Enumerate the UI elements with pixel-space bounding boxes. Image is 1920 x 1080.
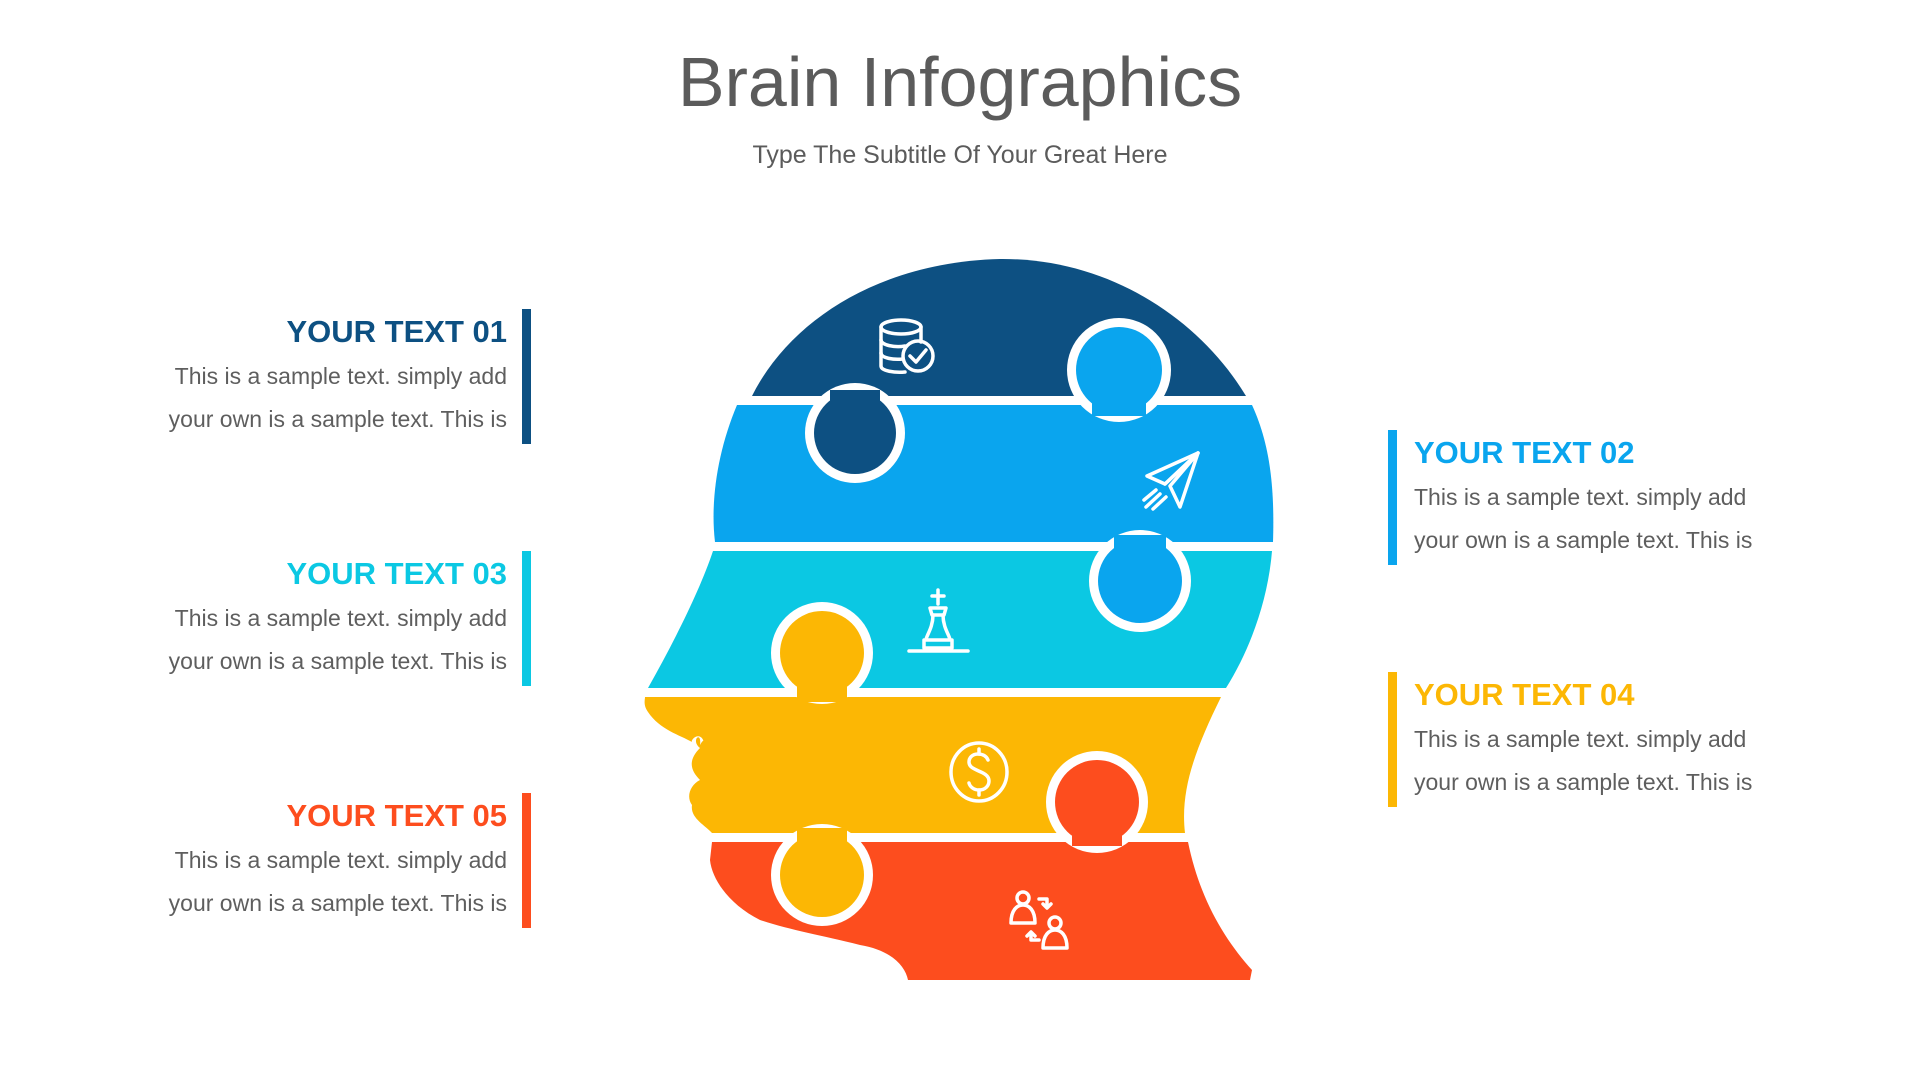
block-heading-03: YOUR TEXT 03 <box>286 556 508 591</box>
text-block-03: YOUR TEXT 03 This is a sample text. simp… <box>127 551 531 686</box>
block-text-01: This is a sample text. simply add your ow… <box>127 355 507 441</box>
block-line2-01: your own is a sample text. This is <box>168 406 507 432</box>
block-line2-02: your own is a sample text. This is <box>1414 527 1753 553</box>
block-line1-02: This is a sample text. simply add <box>1414 484 1747 510</box>
block-line2-03: your own is a sample text. This is <box>168 648 507 674</box>
block-heading-01: YOUR TEXT 01 <box>286 314 508 349</box>
block-line2-04: your own is a sample text. This is <box>1414 769 1753 795</box>
accent-bar-05 <box>522 793 531 928</box>
paper-plane-icon <box>1142 451 1200 511</box>
chess-king-icon <box>907 588 970 653</box>
block-line1-04: This is a sample text. simply add <box>1414 726 1747 752</box>
page-title: Brain Infographics <box>677 43 1243 121</box>
accent-bar-03 <box>522 551 531 686</box>
dollar-coin-icon <box>949 741 1009 803</box>
text-block-01: YOUR TEXT 01 This is a sample text. simp… <box>127 309 531 444</box>
accent-bar-02 <box>1388 430 1397 565</box>
page-subtitle: Type The Subtitle Of Your Great Here <box>752 141 1168 169</box>
user-exchange-icon <box>1009 890 1069 950</box>
block-heading-04: YOUR TEXT 04 <box>1414 677 1635 712</box>
block-text-05: This is a sample text. simply add your ow… <box>127 839 507 925</box>
accent-bar-01 <box>522 309 531 444</box>
block-line1-01: This is a sample text. simply add <box>174 363 507 389</box>
block-text-03: This is a sample text. simply add your ow… <box>127 597 507 683</box>
block-text-02: This is a sample text. simply add your ow… <box>1414 476 1794 562</box>
block-line1-05: This is a sample text. simply add <box>174 847 507 873</box>
block-line2-05: your own is a sample text. This is <box>168 890 507 916</box>
text-block-05: YOUR TEXT 05 This is a sample text. simp… <box>127 793 531 928</box>
puzzle-knobs <box>771 318 1191 926</box>
block-line1-03: This is a sample text. simply add <box>174 605 507 631</box>
block-text-04: This is a sample text. simply add your ow… <box>1414 718 1794 804</box>
block-heading-02: YOUR TEXT 02 <box>1414 435 1635 470</box>
text-block-02: YOUR TEXT 02 This is a sample text. simp… <box>1388 430 1794 565</box>
accent-bar-04 <box>1388 672 1397 807</box>
block-heading-05: YOUR TEXT 05 <box>286 798 508 833</box>
database-check-icon <box>879 318 935 374</box>
puzzle-band-01 <box>752 258 1246 396</box>
text-block-04: YOUR TEXT 04 This is a sample text. simp… <box>1388 672 1794 807</box>
